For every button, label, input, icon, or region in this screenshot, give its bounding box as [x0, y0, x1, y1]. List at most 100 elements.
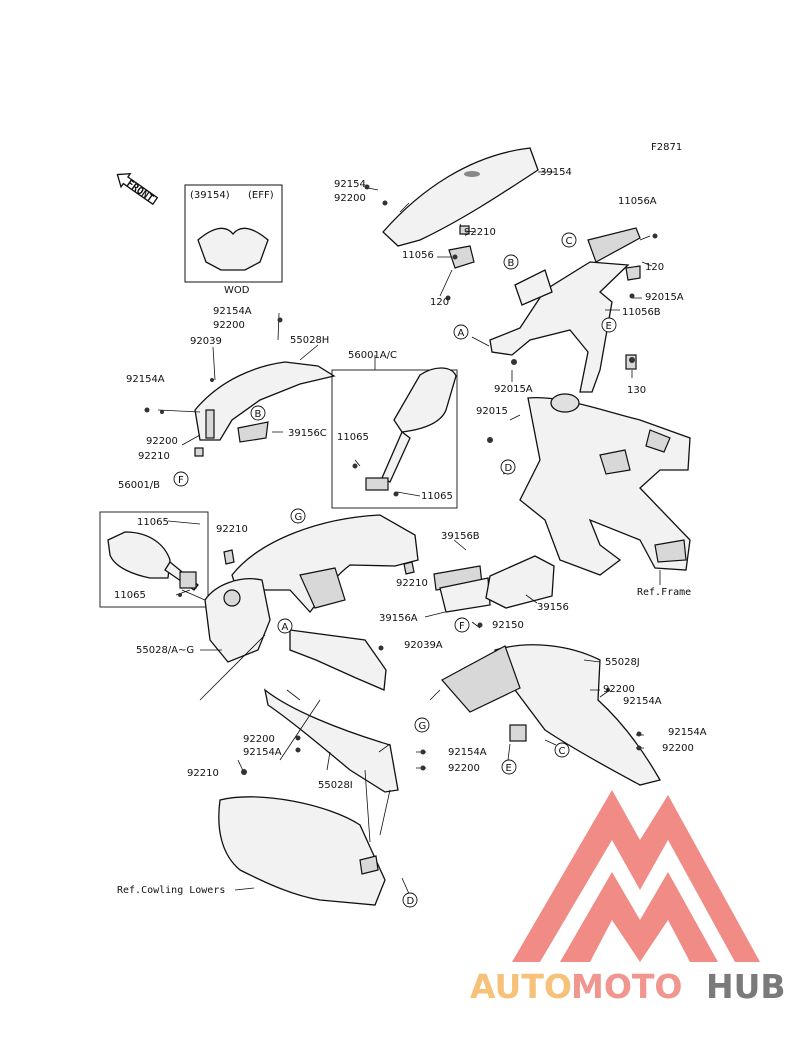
callout-92210-top: 92210: [464, 227, 496, 238]
svg-text:E: E: [506, 763, 512, 774]
callout-56001B: 56001/B: [118, 480, 160, 491]
side-cover-55028AG: [181, 578, 271, 663]
callout-11056A: 11056A: [618, 196, 657, 207]
callout-55028AG: 55028/A~G: [136, 645, 194, 656]
callout-11056B: 11056B: [622, 307, 661, 318]
callout-92210-b: 92210: [187, 768, 219, 779]
marker-C2: C: [554, 742, 570, 758]
callout-130: 130: [627, 385, 646, 396]
inner-cover-55028J: [441, 644, 661, 786]
fastener-screws: [144, 184, 658, 775]
marker-B2: B: [250, 405, 266, 421]
ref-frame-label: Ref.Frame: [637, 587, 691, 598]
inset-top-right: (EFF): [248, 190, 274, 201]
callout-11065-m1: 11065: [337, 432, 369, 443]
marker-D1: D: [500, 459, 516, 475]
front-label: FRONT: [124, 178, 155, 204]
marker-A1: A: [453, 324, 469, 340]
cowling-lowers-reference: [218, 796, 411, 906]
callout-92154A-b2: 92154A: [448, 747, 487, 758]
watermark-logo-icon: [512, 790, 760, 962]
windshield-39154: [382, 147, 539, 247]
callout-92015A-l: 92015A: [494, 384, 533, 395]
watermark-text: AUTO MOTO HUB: [470, 967, 786, 1006]
callout-55028H: 55028H: [290, 335, 329, 346]
svg-text:D: D: [407, 896, 415, 907]
marker-E2: E: [501, 759, 517, 775]
frame-reference: [519, 393, 691, 585]
callout-39156A: 39156A: [379, 613, 418, 624]
marker-F1: F: [173, 471, 189, 487]
callout-92200-b1: 92200: [243, 734, 275, 745]
callout-55028I: 55028I: [318, 780, 353, 791]
callout-92200-b2: 92200: [448, 763, 480, 774]
windshield-bracket-11056: [448, 223, 475, 269]
callout-39156B: 39156B: [441, 531, 480, 542]
inset-caption: WOD: [224, 285, 250, 296]
callout-39156C: 39156C: [288, 428, 327, 439]
steering-head: [550, 393, 580, 413]
svg-text:A: A: [282, 622, 289, 633]
callout-92154-top: 92154: [334, 179, 366, 190]
callout-92200-l1: 92200: [213, 320, 245, 331]
callout-92154A-b1: 92154A: [243, 747, 282, 758]
upper-stay-11056B: [489, 227, 641, 393]
callout-92015A-r: 92015A: [645, 292, 684, 303]
ref-cowling-label: Ref.Cowling Lowers: [117, 885, 225, 896]
callout-92039: 92039: [190, 336, 222, 347]
watermark-moto: MOTO: [571, 967, 682, 1006]
marker-F2: F: [454, 617, 470, 633]
callout-120-b: 120: [645, 262, 664, 273]
callout-92210-l: 92210: [138, 451, 170, 462]
callout-120-a: 120: [430, 297, 449, 308]
callout-39154: 39154: [540, 167, 572, 178]
watermark-hub: HUB: [706, 967, 786, 1006]
cover-39156-group: [424, 539, 555, 618]
marker-D2: D: [402, 892, 418, 908]
mirror-box-right: [331, 355, 458, 509]
marker-A2: A: [277, 618, 293, 634]
callout-11065-l2: 11065: [114, 590, 146, 601]
inset-box: (39154) (EFF) WOD: [184, 184, 283, 296]
callout-labels: 39154 92154 92200 92210 11056 120 11056A…: [114, 167, 707, 896]
callout-92210-m: 92210: [216, 524, 248, 535]
callout-55028J: 55028J: [605, 657, 640, 668]
svg-text:F: F: [178, 475, 184, 486]
inset-top-left: (39154): [190, 190, 230, 201]
figure-code: F2871: [651, 142, 682, 153]
circle-markers: A B C E D B F G A F G C E D: [173, 232, 617, 908]
callout-11065-l1: 11065: [137, 517, 169, 528]
svg-text:B: B: [255, 409, 262, 420]
callout-39156: 39156: [537, 602, 569, 613]
middle-cover-92039A: [264, 629, 399, 793]
svg-text:D: D: [505, 463, 513, 474]
callout-92200-top: 92200: [334, 193, 366, 204]
inset-windshield: [197, 227, 269, 271]
callout-92200-r2: 92200: [662, 743, 694, 754]
watermark-auto: AUTO: [470, 967, 572, 1006]
callout-56001AC: 56001A/C: [348, 350, 397, 361]
front-arrow-icon: FRONT: [116, 173, 159, 206]
svg-text:E: E: [606, 321, 612, 332]
callout-11065-m2: 11065: [421, 491, 453, 502]
marker-B1: B: [503, 254, 519, 270]
svg-text:A: A: [458, 328, 465, 339]
callout-92154A-r1: 92154A: [623, 696, 662, 707]
svg-text:C: C: [566, 236, 573, 247]
marker-E1: E: [601, 317, 617, 333]
callout-92154A-r2: 92154A: [668, 727, 707, 738]
svg-text:F: F: [459, 621, 465, 632]
callout-92015: 92015: [476, 406, 508, 417]
svg-text:G: G: [419, 721, 427, 732]
mirror-box-left: [99, 511, 209, 608]
svg-text:B: B: [508, 258, 515, 269]
marker-G1: G: [290, 508, 306, 524]
callout-92200-l2: 92200: [146, 436, 178, 447]
callout-92154A-l2: 92154A: [126, 374, 165, 385]
marker-G2: G: [414, 717, 430, 733]
inner-cover-55028H: [194, 361, 336, 457]
callout-92154A-l1: 92154A: [213, 306, 252, 317]
svg-text:G: G: [295, 512, 303, 523]
center-cowl-92210-G: [223, 514, 419, 613]
callout-11056: 11056: [402, 250, 434, 261]
